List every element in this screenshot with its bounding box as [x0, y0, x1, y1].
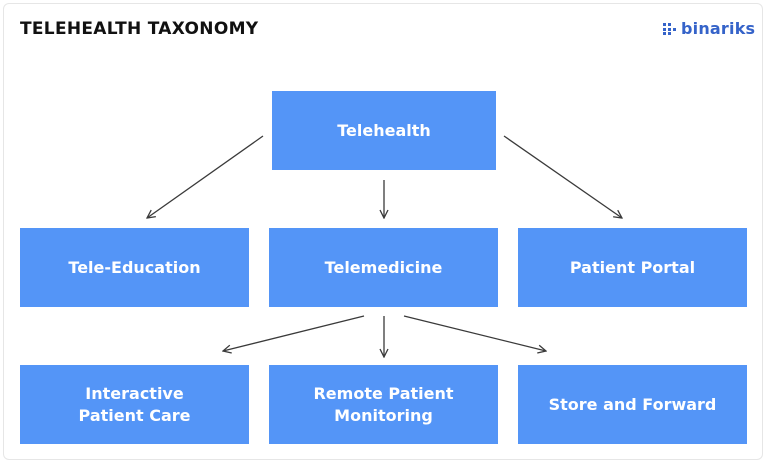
arrow-telemedicine-to-interactive — [223, 315, 365, 351]
node-interactive-patient-care: Interactive Patient Care — [20, 365, 249, 444]
node-telemedicine-label: Telemedicine — [324, 257, 443, 277]
node-patient-portal: Patient Portal — [518, 228, 747, 307]
logo-wordmark: binariks — [681, 19, 756, 38]
node-tele-education: Tele-Education — [20, 228, 249, 307]
node-remote-patient-monitoring: Remote Patient Monitoring — [269, 365, 498, 444]
arrow-telemedicine-to-store-forward — [403, 315, 546, 351]
node-tele-education-label: Tele-Education — [68, 257, 201, 277]
node-remote-label-line2: Monitoring — [334, 405, 433, 425]
node-patient-portal-label: Patient Portal — [569, 257, 696, 277]
arrow-telehealth-to-patient-portal — [503, 135, 622, 218]
arrow-telehealth-to-tele-education — [147, 135, 264, 218]
diagram-title: TELEHEALTH TAXONOMY — [20, 19, 259, 39]
node-telehealth: Telehealth — [272, 91, 496, 170]
node-store-forward-label: Store and Forward — [548, 394, 717, 414]
node-interactive-label-line1: Interactive — [85, 383, 184, 403]
node-store-and-forward: Store and Forward — [518, 365, 747, 444]
node-telehealth-label: Telehealth — [337, 120, 431, 140]
node-interactive-label-line2: Patient Care — [78, 405, 191, 425]
binariks-logo-icon — [663, 22, 676, 35]
binariks-logo: binariks — [663, 19, 755, 38]
node-remote-label-line1: Remote Patient — [313, 383, 454, 403]
diagram-frame — [3, 3, 763, 460]
node-telemedicine: Telemedicine — [269, 228, 498, 307]
